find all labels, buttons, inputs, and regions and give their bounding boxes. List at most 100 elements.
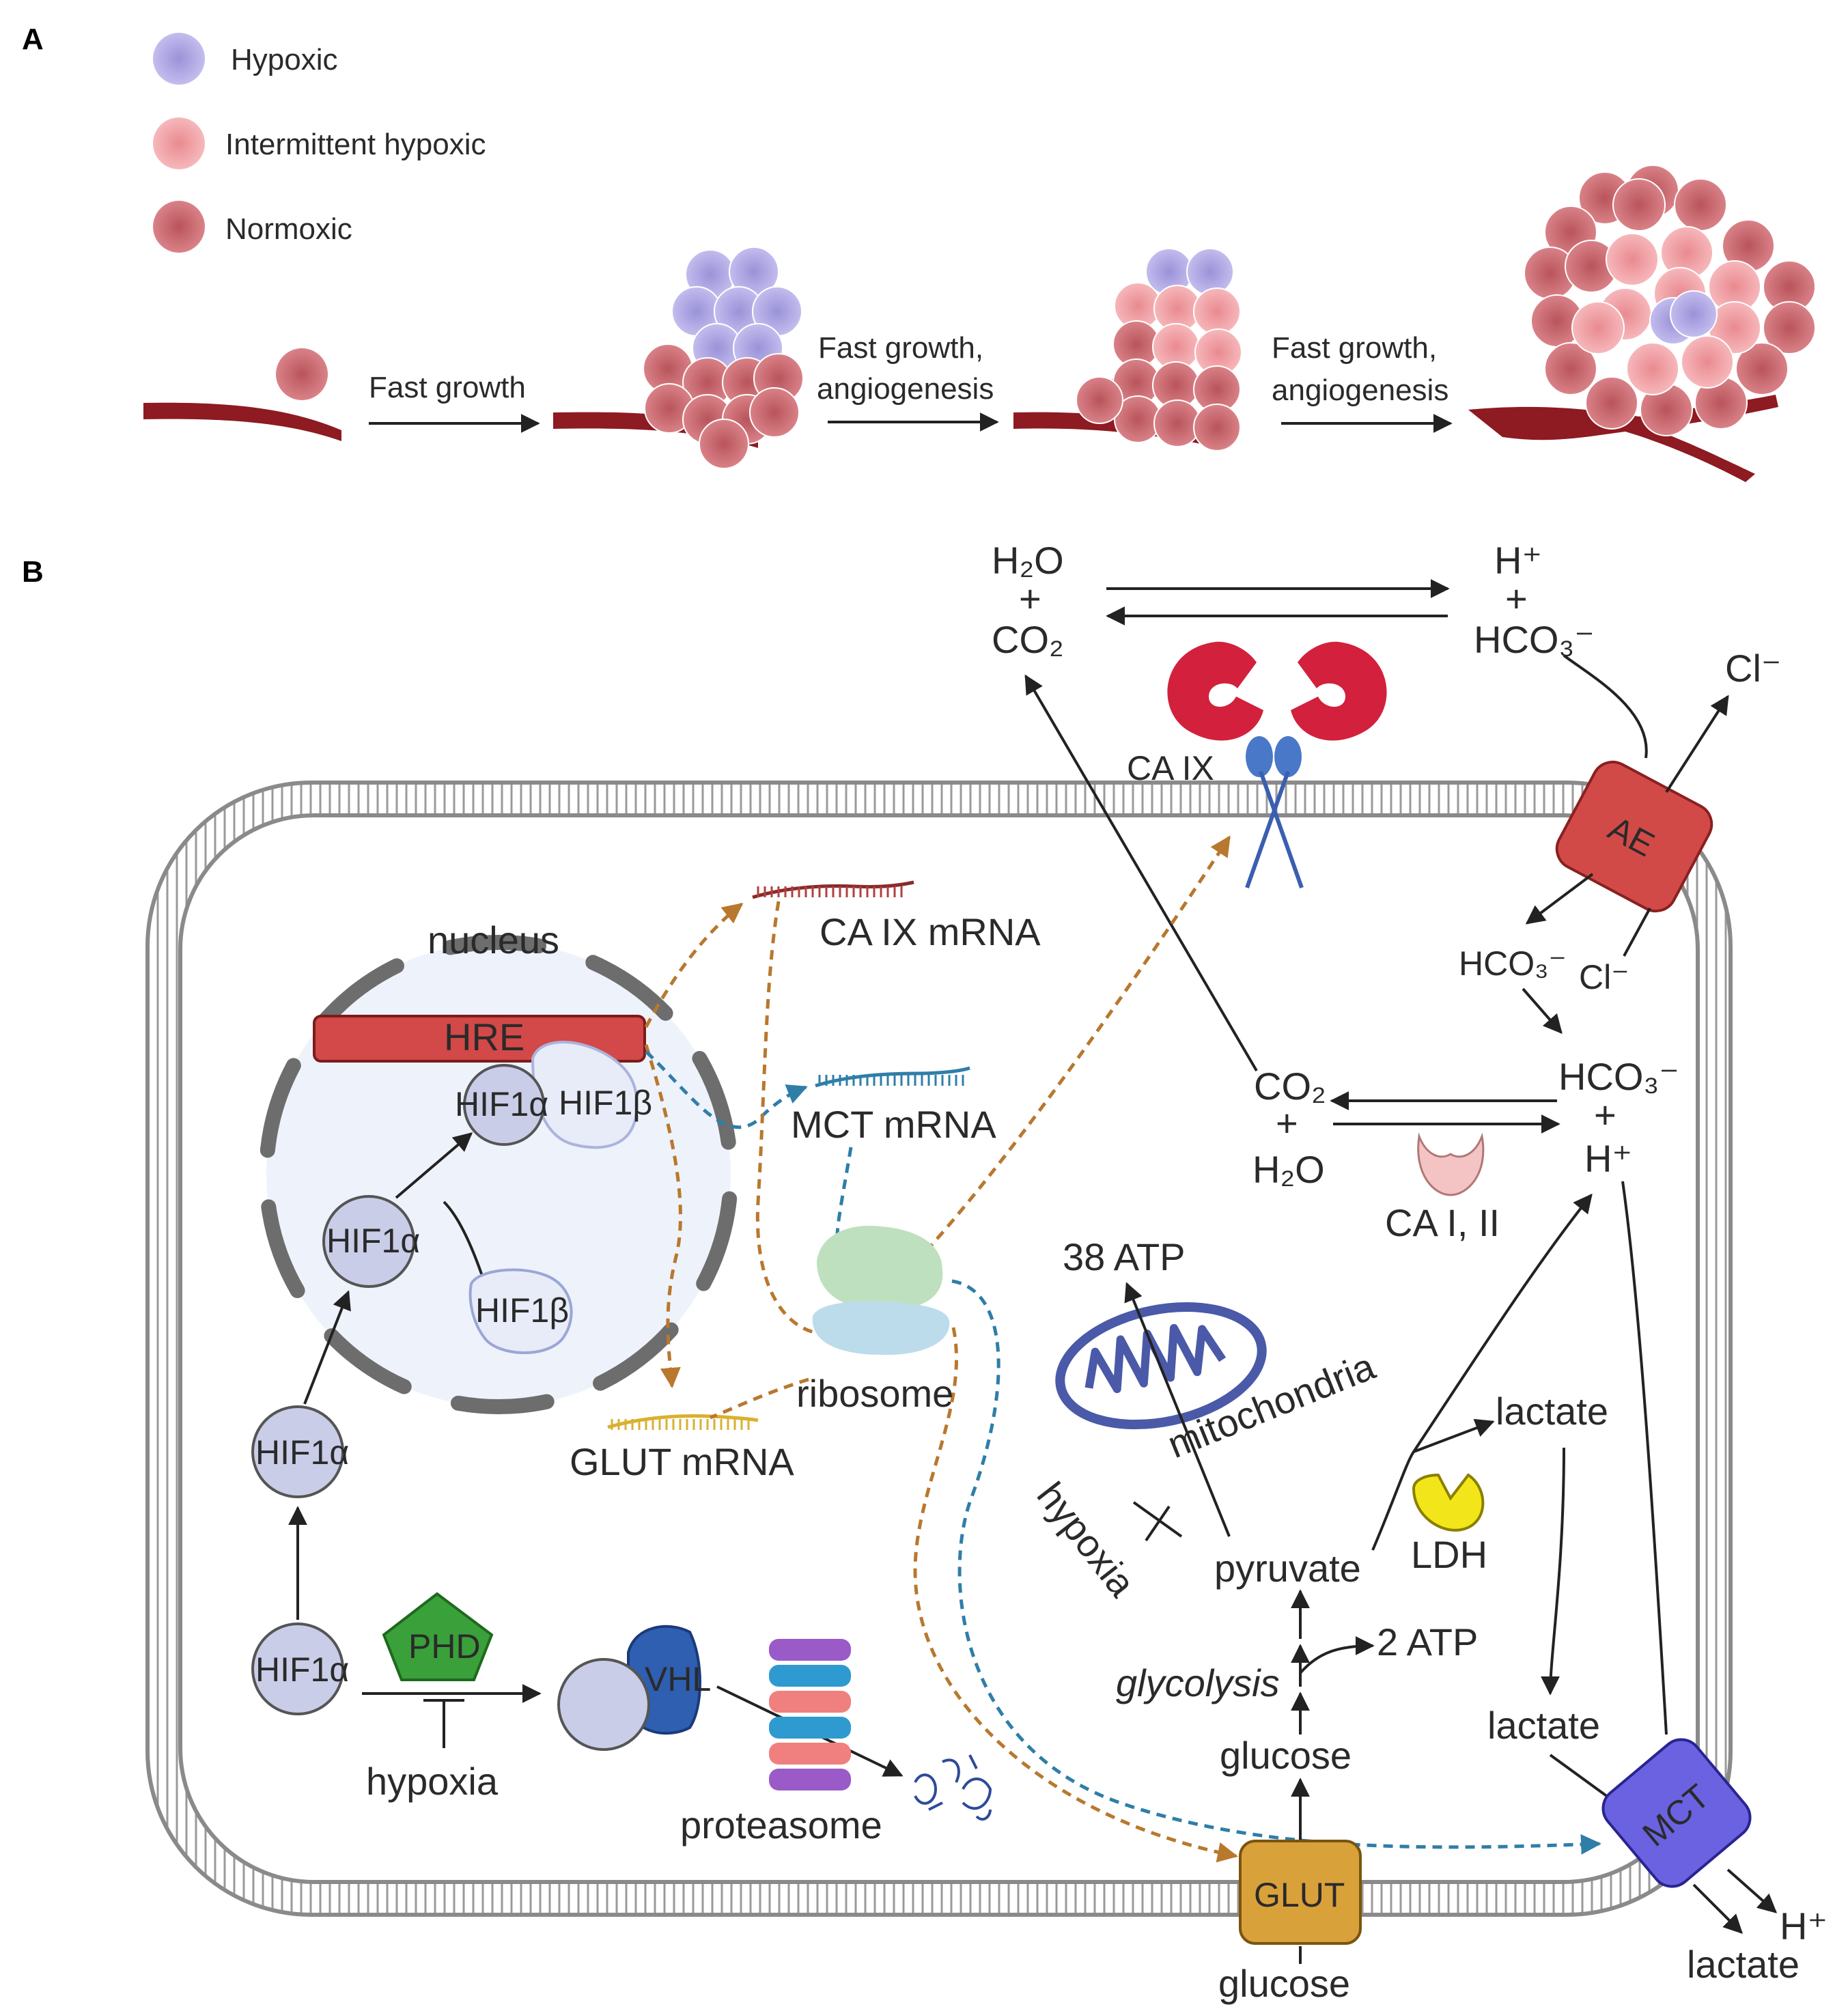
legend-label: Hypoxic bbox=[231, 43, 338, 76]
lactate-cyto-label: lactate bbox=[1487, 1704, 1600, 1747]
hco3-to-pool-arrow bbox=[1522, 987, 1563, 1035]
hre-label: HRE bbox=[444, 1015, 524, 1058]
plus-out-right: + bbox=[1505, 577, 1528, 620]
glut-transporter bbox=[1239, 1840, 1362, 1945]
ca9-domain-right bbox=[1291, 641, 1387, 741]
hypoxic-cell-icon bbox=[153, 33, 205, 85]
co2-in: CO₂ bbox=[1254, 1065, 1326, 1108]
tumor-cell bbox=[1076, 376, 1123, 424]
cl-out-arrow bbox=[1665, 694, 1729, 793]
step-label: angiogenesis bbox=[1272, 374, 1448, 407]
ldh-label: LDH bbox=[1411, 1533, 1487, 1576]
hypoxia-label-2: hypoxia bbox=[1029, 1474, 1145, 1605]
legend-item-normoxic: Normoxic bbox=[153, 201, 352, 253]
ca9-mrna-label: CA IX mRNA bbox=[820, 910, 1041, 953]
step-label: angiogenesis bbox=[817, 372, 994, 406]
ribosome-label: ribosome bbox=[796, 1372, 953, 1415]
atp38-label: 38 ATP bbox=[1063, 1235, 1186, 1278]
nuclear-envelope bbox=[260, 935, 738, 1414]
hif1b-shape bbox=[531, 1041, 639, 1149]
hypoxia-inhibit-bar-2 bbox=[1145, 1505, 1171, 1542]
lactate-down-arrow bbox=[1541, 1447, 1565, 1696]
phd-label: PHD bbox=[408, 1627, 481, 1666]
step-label: Fast growth bbox=[369, 371, 526, 404]
glut-mrna bbox=[607, 1414, 759, 1430]
hif1b-shape bbox=[468, 1268, 573, 1354]
intermittent-cell-icon bbox=[153, 117, 205, 169]
glut-label: GLUT bbox=[1254, 1876, 1345, 1914]
legend-label: Intermittent hypoxic bbox=[225, 128, 486, 161]
ca9-enzyme bbox=[1167, 641, 1387, 888]
hif1a-label: HIF1α bbox=[255, 1433, 349, 1472]
legend-item-intermittent: Intermittent hypoxic bbox=[153, 117, 486, 169]
tumor-cell bbox=[1544, 342, 1597, 395]
co2-export-arrow bbox=[1024, 674, 1258, 1072]
hco3-in: HCO₃⁻ bbox=[1459, 944, 1567, 983]
tumor-stage-1 bbox=[143, 348, 341, 441]
glucose-ext-label: glucose bbox=[1218, 1962, 1350, 2005]
tumor-cell bbox=[1193, 404, 1241, 451]
pyruvate-label: pyruvate bbox=[1214, 1547, 1361, 1590]
hco3-out: HCO₃⁻ bbox=[1474, 618, 1595, 661]
tumor-cell bbox=[1606, 233, 1659, 286]
lactate-arrow bbox=[1413, 1418, 1495, 1453]
tumor-cell bbox=[699, 419, 749, 469]
blood-vessel bbox=[143, 402, 341, 441]
phd-enzyme bbox=[382, 1592, 494, 1681]
h-export-arrow bbox=[1726, 1868, 1778, 1913]
hif1a-circle bbox=[463, 1064, 545, 1146]
ca9-anchor bbox=[1246, 736, 1273, 777]
nucleus-label: nucleus bbox=[428, 918, 559, 961]
proteasome-label: proteasome bbox=[680, 1803, 882, 1846]
step-label: Fast growth, bbox=[1272, 331, 1437, 365]
ca9-domain-left bbox=[1167, 641, 1263, 741]
h2o-out: H₂O bbox=[992, 539, 1064, 582]
degraded-peptides-icon bbox=[914, 1754, 992, 1821]
hif1b-label: HIF1β bbox=[475, 1291, 569, 1330]
cl-out: Cl⁻ bbox=[1725, 647, 1781, 690]
cl-in: Cl⁻ bbox=[1579, 958, 1629, 996]
lactate-export-arrow bbox=[1692, 1883, 1743, 1934]
hif1a-circle bbox=[557, 1658, 650, 1751]
hif-dimer-arrow bbox=[395, 1132, 473, 1199]
plus-in: + bbox=[1276, 1101, 1298, 1144]
normoxic-cell bbox=[276, 348, 328, 400]
cl-in-line bbox=[1623, 908, 1651, 957]
legend: Hypoxic Intermittent hypoxic Normoxic bbox=[153, 33, 486, 253]
tumor-cell bbox=[1626, 342, 1679, 395]
panel-b-label: B bbox=[22, 555, 44, 589]
normoxic-cell-icon bbox=[153, 201, 205, 253]
hco3-pool: HCO₃⁻ bbox=[1558, 1055, 1679, 1098]
ca9-anchor bbox=[1274, 736, 1302, 777]
ca9-label: CA IX bbox=[1127, 749, 1214, 787]
ribosome-icon bbox=[812, 1225, 950, 1355]
plus-out-left: + bbox=[1019, 577, 1041, 620]
plus-pool: + bbox=[1594, 1093, 1616, 1136]
tumor-cell bbox=[1670, 290, 1718, 338]
tumor-stage-4 bbox=[1468, 165, 1816, 482]
step-label: Fast growth, bbox=[818, 331, 983, 365]
tumor-stage-3 bbox=[1013, 248, 1242, 451]
lactate-label: lactate bbox=[1496, 1390, 1608, 1433]
hco3-in-path bbox=[1563, 654, 1648, 759]
mct-transporter: MCT bbox=[1601, 1738, 1752, 1888]
ae-transporter: AE bbox=[1555, 760, 1713, 913]
glucose-in-label: glucose bbox=[1220, 1734, 1352, 1777]
blood-vessel bbox=[553, 412, 758, 448]
panel-a-label: A bbox=[22, 23, 44, 56]
hypoxia-inhibit-line-2 bbox=[1132, 1501, 1183, 1538]
h-ion-ext: H⁺ bbox=[1780, 1905, 1828, 1948]
h-to-mct-line bbox=[1621, 1181, 1668, 1735]
hif1a-circle bbox=[322, 1195, 415, 1288]
tumor-cell bbox=[749, 387, 800, 438]
mct-mrna-label: MCT mRNA bbox=[791, 1103, 996, 1146]
hif1a-label: HIF1α bbox=[326, 1222, 420, 1260]
atp2-label: 2 ATP bbox=[1377, 1620, 1478, 1663]
glut-mrna-label: GLUT mRNA bbox=[570, 1440, 794, 1483]
co2-out: CO₂ bbox=[992, 618, 1064, 661]
lactate-ext-label: lactate bbox=[1687, 1943, 1800, 1986]
cell-cluster bbox=[643, 247, 804, 469]
tumor-cell bbox=[1612, 178, 1666, 231]
cell-cluster bbox=[1524, 165, 1816, 436]
